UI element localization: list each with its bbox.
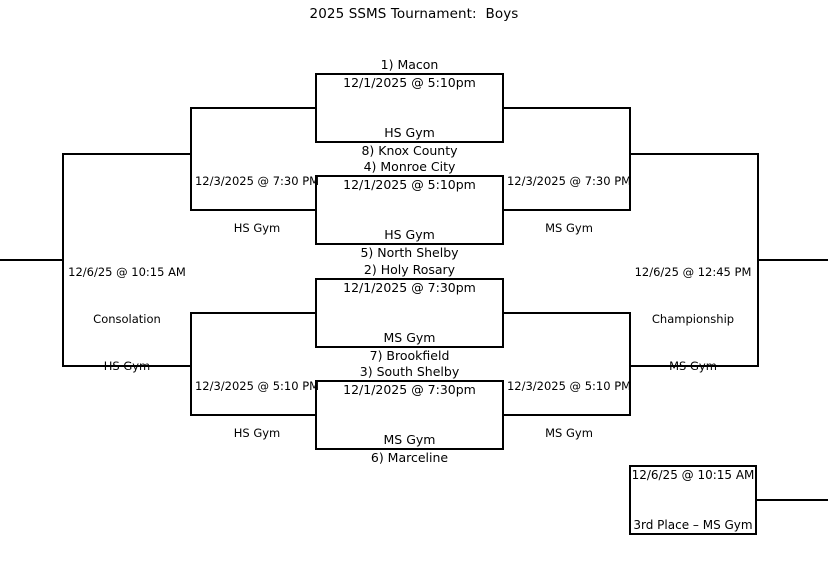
consolation-semi-lower-top-arm	[190, 312, 291, 314]
consolation-semi-upper-venue: HS Gym	[233, 221, 281, 236]
winners-semi-lower-datetime: 12/3/2025 @ 5:10 PM	[506, 379, 632, 394]
championship-final-label: 12/6/25 @ 12:45 PM Championship MS Gym	[629, 234, 757, 406]
championship-top-arm	[629, 153, 759, 155]
winners-semi-upper-spine	[629, 107, 631, 211]
game-box-2[interactable]: 4) Monroe City 12/1/2025 @ 5:10pm HS Gym…	[315, 160, 504, 260]
consolation-semi-lower-datetime: 12/3/2025 @ 5:10 PM	[194, 379, 320, 394]
connector-game3-right-stub	[502, 312, 530, 314]
consolation-semi-lower-venue: HS Gym	[233, 426, 281, 441]
consolation-semi-upper-label: 12/3/2025 @ 7:30 PM HS Gym	[192, 143, 322, 268]
game-4-venue: MS Gym	[383, 431, 436, 447]
game-box-1[interactable]: 1) Macon 12/1/2025 @ 5:10pm HS Gym 8) Kn…	[315, 58, 504, 158]
connector-game2-left-stub	[290, 209, 317, 211]
winners-semi-upper-bottom-arm	[529, 209, 631, 211]
game-3-bottom-team: 7) Brookfield	[369, 348, 450, 364]
consolation-semi-upper-datetime: 12/3/2025 @ 7:30 PM	[194, 174, 320, 189]
game-4-datetime: 12/1/2025 @ 7:30pm	[343, 382, 476, 397]
winners-semi-lower-venue: MS Gym	[545, 426, 593, 441]
third-place-detail: 3rd Place – MS Gym	[633, 517, 753, 532]
game-1-venue: HS Gym	[384, 124, 435, 140]
consolation-final-name: Consolation	[93, 312, 161, 327]
game-2-bottom-team: 5) North Shelby	[360, 245, 459, 261]
connector-game2-right-stub	[502, 209, 530, 211]
winners-semi-lower-label: 12/3/2025 @ 5:10 PM MS Gym	[504, 348, 634, 473]
bracket-diagram: 2025 SSMS Tournament: Boys 1) Macon 12/1…	[0, 6, 828, 535]
page-title: 2025 SSMS Tournament: Boys	[309, 6, 519, 22]
winners-semi-upper-venue: MS Gym	[545, 221, 593, 236]
game-1-bottom-team: 8) Knox County	[361, 143, 458, 159]
third-place-info: 12/6/25 @ 10:15 AM 3rd Place – MS Gym	[631, 433, 755, 567]
game-3-datetime: 12/1/2025 @ 7:30pm	[343, 280, 476, 295]
championship-final-venue: MS Gym	[669, 359, 717, 373]
game-1-top-team: 1) Macon	[380, 57, 439, 72]
championship-final-name: Championship	[651, 312, 735, 327]
third-place-box[interactable]: 12/6/25 @ 10:15 AM 3rd Place – MS Gym	[629, 465, 757, 535]
winners-semi-lower-spine	[629, 312, 631, 416]
consolation-final-bottom-arm	[62, 365, 192, 367]
winners-semi-upper-datetime: 12/3/2025 @ 7:30 PM	[506, 174, 632, 189]
consolation-semi-upper-top-arm	[190, 107, 291, 109]
game-3-info: 12/1/2025 @ 7:30pm MS Gym	[317, 247, 502, 379]
winners-semi-lower-top-arm	[529, 312, 631, 314]
game-4-info: 12/1/2025 @ 7:30pm MS Gym	[317, 349, 502, 481]
game-1-info: 12/1/2025 @ 5:10pm HS Gym	[317, 42, 502, 174]
game-box-3[interactable]: 2) Holy Rosary 12/1/2025 @ 7:30pm MS Gym…	[315, 263, 504, 363]
connector-game4-right-stub	[502, 414, 530, 416]
consolation-semi-lower-spine	[190, 312, 192, 416]
game-2-info: 12/1/2025 @ 5:10pm HS Gym	[317, 144, 502, 276]
consolation-final-datetime: 12/6/25 @ 10:15 AM	[68, 265, 186, 280]
consolation-semi-upper-bottom-arm	[190, 209, 291, 211]
connector-game4-left-stub	[290, 414, 317, 416]
game-1-datetime: 12/1/2025 @ 5:10pm	[343, 75, 476, 90]
consolation-semi-lower-label: 12/3/2025 @ 5:10 PM HS Gym	[192, 348, 322, 473]
winners-semi-lower-bottom-arm	[529, 414, 631, 416]
consolation-final-venue: HS Gym	[103, 359, 151, 373]
consolation-winner-stub	[0, 259, 64, 261]
connector-game1-right-stub	[502, 107, 530, 109]
connector-game3-left-stub	[290, 312, 317, 314]
winners-semi-upper-top-arm	[529, 107, 631, 109]
consolation-semi-upper-spine	[190, 107, 192, 211]
game-2-datetime: 12/1/2025 @ 5:10pm	[343, 177, 476, 192]
champion-stub	[757, 259, 828, 261]
game-2-venue: HS Gym	[384, 226, 435, 242]
third-place-datetime: 12/6/25 @ 10:15 AM	[631, 467, 755, 482]
winners-semi-upper-label: 12/3/2025 @ 7:30 PM MS Gym	[504, 143, 634, 268]
championship-bottom-arm	[629, 365, 759, 367]
championship-final-datetime: 12/6/25 @ 12:45 PM	[634, 265, 752, 280]
consolation-final-top-arm	[62, 153, 192, 155]
game-3-venue: MS Gym	[383, 329, 436, 345]
game-4-bottom-team: 6) Marceline	[370, 450, 449, 466]
connector-game1-left-stub	[290, 107, 317, 109]
consolation-semi-lower-bottom-arm	[190, 414, 291, 416]
game-3-top-team: 2) Holy Rosary	[363, 262, 456, 277]
consolation-final-label: 12/6/25 @ 10:15 AM Consolation HS Gym	[64, 234, 190, 406]
third-place-winner-stub	[755, 499, 828, 501]
game-box-4[interactable]: 3) South Shelby 12/1/2025 @ 7:30pm MS Gy…	[315, 365, 504, 465]
game-2-top-team: 4) Monroe City	[363, 159, 456, 174]
game-4-top-team: 3) South Shelby	[359, 364, 460, 379]
